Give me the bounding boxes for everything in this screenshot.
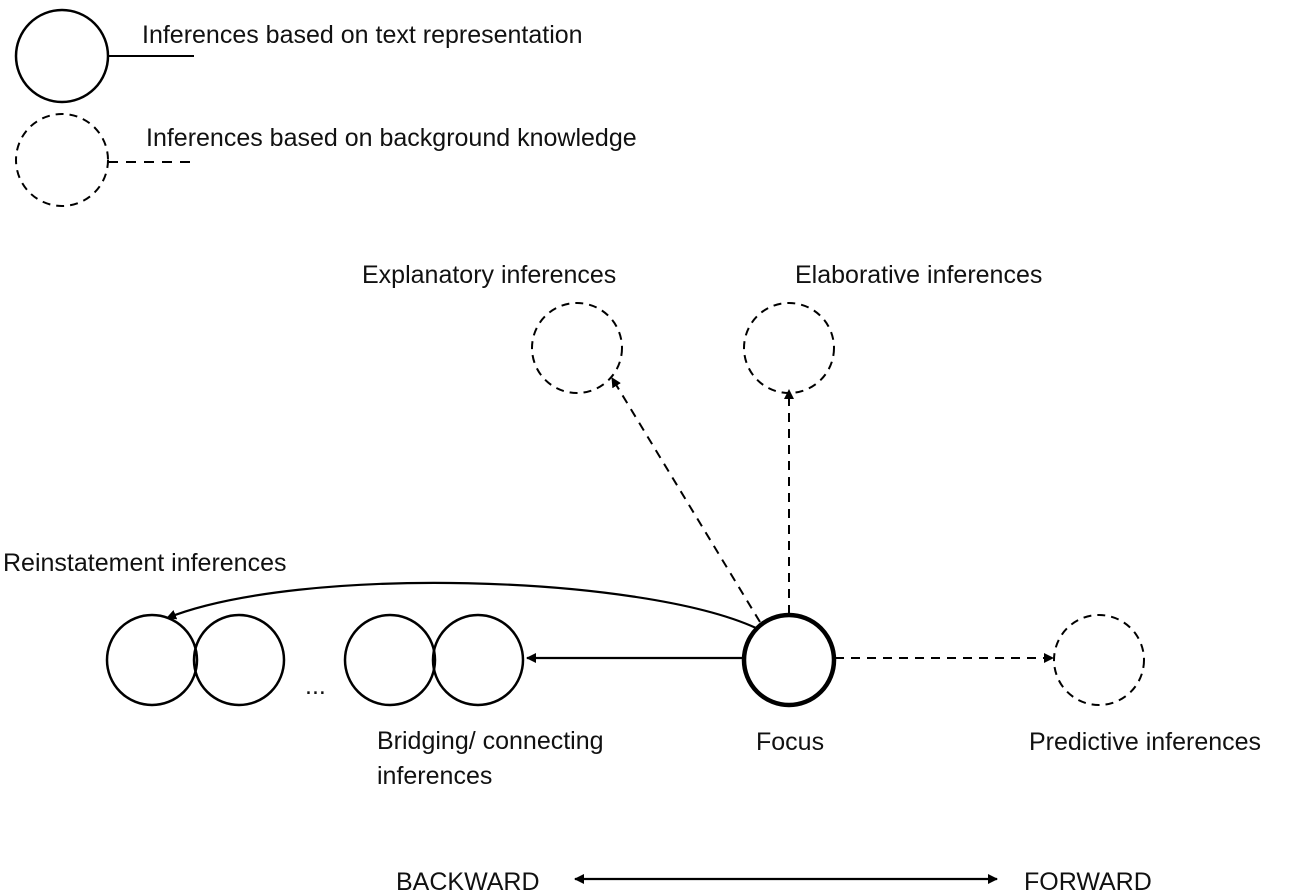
predictive-node bbox=[1053, 614, 1145, 706]
focus-label: Focus bbox=[756, 728, 824, 756]
legend-dashed: Inferences based on background knowledge bbox=[15, 113, 637, 207]
elaborative-node bbox=[743, 302, 835, 394]
bridging-node-1 bbox=[343, 613, 437, 707]
reinstatement-node-2 bbox=[192, 613, 286, 707]
elaborative-label: Elaborative inferences bbox=[795, 261, 1042, 289]
explanatory-arrow bbox=[611, 377, 761, 623]
legend-dashed-circle bbox=[15, 113, 109, 207]
forward-label: FORWARD bbox=[1024, 868, 1152, 894]
explanatory-label: Explanatory inferences bbox=[362, 261, 616, 289]
bridging-node-2 bbox=[431, 613, 525, 707]
focus-node bbox=[741, 612, 837, 708]
bridging-label-line1: Bridging/ connecting bbox=[377, 727, 604, 755]
reinstatement-label: Reinstatement inferences bbox=[3, 549, 286, 577]
legend-solid-circle bbox=[14, 8, 110, 104]
reinstatement-node-1 bbox=[105, 613, 199, 707]
reinstatement-arrow bbox=[166, 581, 757, 630]
explanatory-node bbox=[531, 302, 623, 394]
legend-solid-label: Inferences based on text representation bbox=[142, 21, 583, 49]
legend-dashed-label: Inferences based on background knowledge bbox=[146, 124, 637, 152]
legend-solid: Inferences based on text representation bbox=[14, 8, 583, 104]
bridging-label-line2: inferences bbox=[377, 762, 492, 790]
ellipsis: ... bbox=[305, 672, 326, 700]
predictive-label: Predictive inferences bbox=[1029, 728, 1261, 756]
backward-label: BACKWARD bbox=[396, 868, 540, 894]
